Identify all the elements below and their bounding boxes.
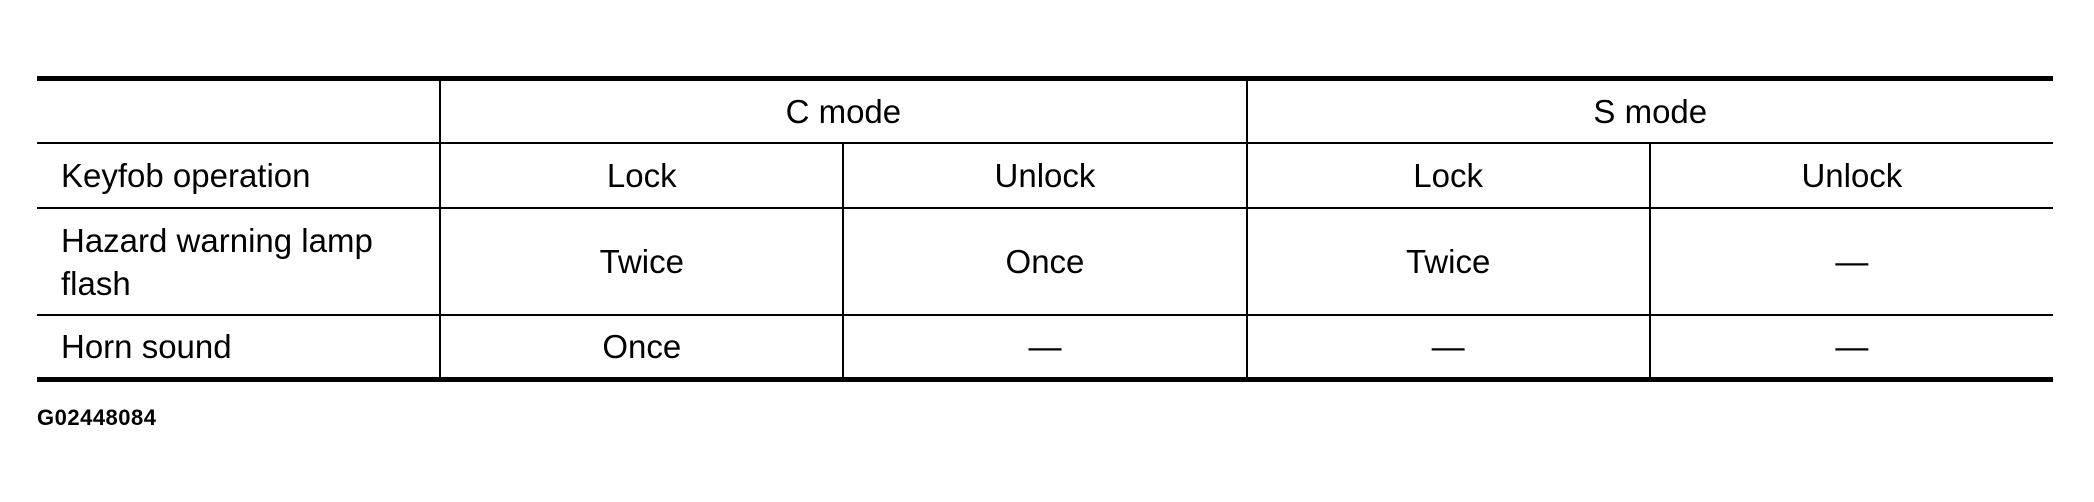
table-cell: Once bbox=[842, 208, 1247, 316]
table-row: Horn sound Once — — — bbox=[37, 315, 2053, 382]
table-cell: — bbox=[842, 315, 1247, 382]
c-mode-lock-header: Lock bbox=[439, 143, 844, 209]
mode-header-row: C mode S mode bbox=[37, 76, 2053, 144]
table-cell: Twice bbox=[439, 208, 844, 316]
s-mode-unlock-header: Unlock bbox=[1648, 143, 2053, 209]
blank-header-cell bbox=[37, 76, 441, 144]
column-header-row: Keyfob operation Lock Unlock Lock Unlock bbox=[37, 143, 2053, 209]
table-cell: Twice bbox=[1245, 208, 1650, 316]
s-mode-lock-header: Lock bbox=[1245, 143, 1650, 209]
keyfob-operation-header: Keyfob operation bbox=[37, 143, 441, 209]
s-mode-header: S mode bbox=[1245, 76, 2053, 144]
table-cell: — bbox=[1245, 315, 1650, 382]
table-cell: — bbox=[1648, 315, 2053, 382]
table-cell: Once bbox=[439, 315, 844, 382]
table-row: Hazard warning lamp flash Twice Once Twi… bbox=[37, 208, 2053, 316]
c-mode-header: C mode bbox=[439, 76, 1247, 144]
keyfob-operation-table: C mode S mode Keyfob operation Lock Unlo… bbox=[37, 76, 2053, 382]
table-cell: — bbox=[1648, 208, 2053, 316]
row-label-horn: Horn sound bbox=[37, 315, 441, 382]
row-label-hazard: Hazard warning lamp flash bbox=[37, 208, 441, 316]
c-mode-unlock-header: Unlock bbox=[842, 143, 1247, 209]
figure-id: G02448084 bbox=[37, 405, 157, 430]
